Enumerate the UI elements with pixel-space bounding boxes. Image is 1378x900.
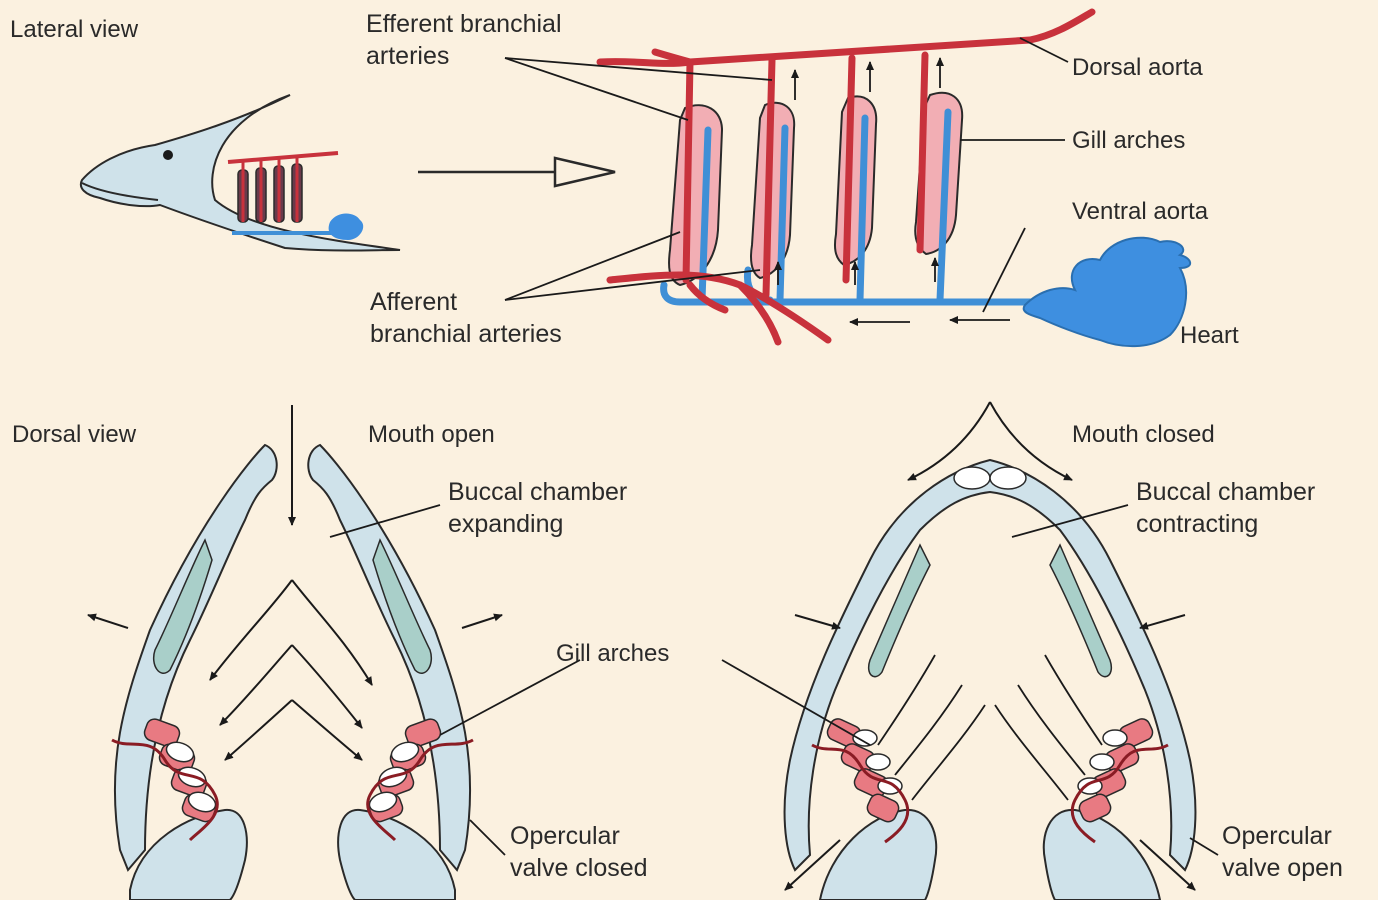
- dorsal-view-label: Dorsal view: [12, 421, 137, 448]
- mouth-open-label: Mouth open: [368, 421, 495, 448]
- gill-arches-label-dorsal: Gill arches: [556, 640, 669, 667]
- afferent-arteries-label: Afferent branchial arteries: [370, 286, 562, 350]
- zoom-arrow: [418, 158, 615, 186]
- lateral-view-label: Lateral view: [10, 16, 139, 43]
- mouth-closed-label: Mouth closed: [1072, 421, 1215, 448]
- heart-shape: [1024, 238, 1190, 346]
- fish-head-illustration: [81, 95, 400, 251]
- buccal-contracting-label: Buccal chamber contracting: [1136, 476, 1315, 540]
- valve-open-label: Opercular valve open: [1222, 820, 1343, 884]
- heart-label: Heart: [1180, 322, 1239, 349]
- valve-closed-label: Opercular valve closed: [510, 820, 648, 884]
- efferent-arteries-label: Efferent branchial arteries: [366, 8, 562, 72]
- buccal-expanding-label: Buccal chamber expanding: [448, 476, 627, 540]
- gill-arches-label-lateral: Gill arches: [1072, 127, 1185, 154]
- dorsal-aorta-label: Dorsal aorta: [1072, 54, 1203, 81]
- fish-eye: [163, 150, 173, 160]
- ventral-aorta-label: Ventral aorta: [1072, 198, 1209, 225]
